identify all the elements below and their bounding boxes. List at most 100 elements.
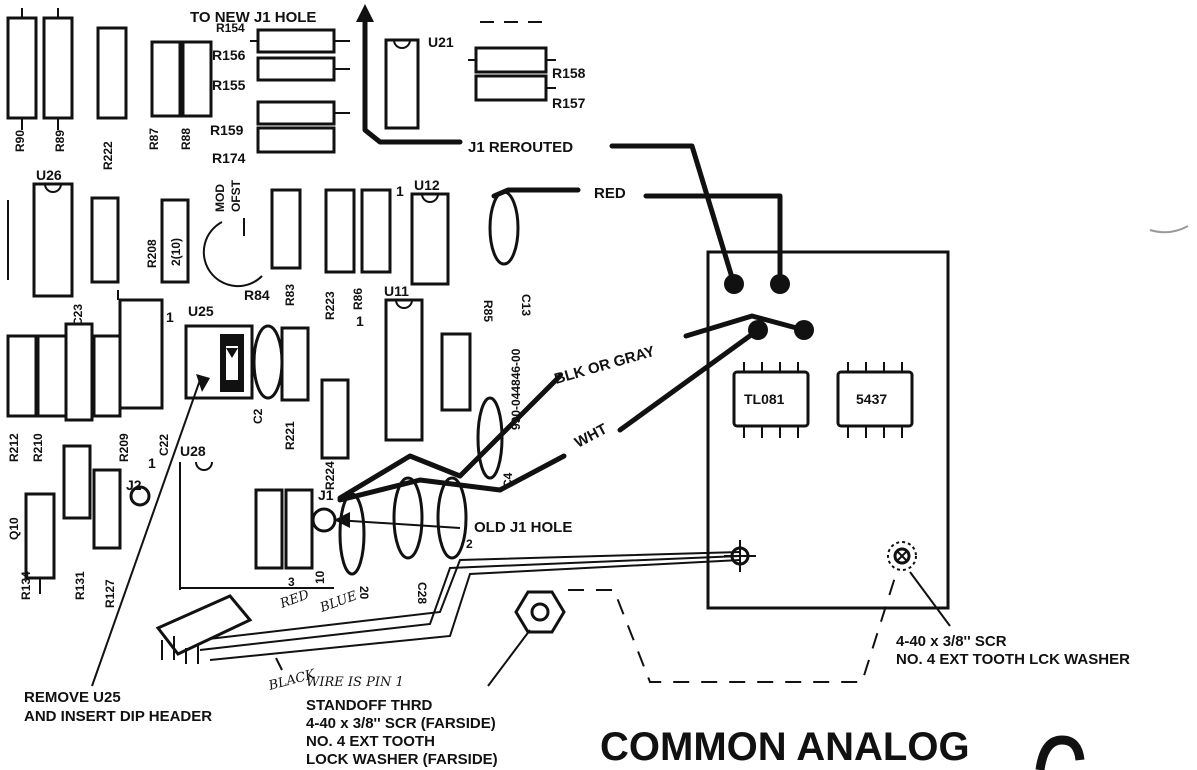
label-c2: C2	[251, 408, 265, 424]
label-r83: R83	[283, 284, 297, 306]
label-r87: R87	[147, 128, 161, 150]
label-pin1-c: 1	[166, 309, 174, 325]
label-u12: U12	[414, 177, 440, 193]
label-standoff-line3: NO. 4 EXT TOOTH	[306, 733, 435, 750]
label-r154: R154	[216, 21, 245, 35]
label-to-new-j1-hole: TO NEW J1 HOLE	[190, 9, 316, 26]
ic-u21	[384, 38, 420, 130]
label-u26: U26	[36, 167, 62, 183]
wire-blk-or-gray	[337, 313, 807, 501]
resistor-r156	[250, 28, 350, 54]
label-2: 2	[466, 537, 473, 551]
edge-mark-right	[1149, 225, 1189, 234]
ic-u11	[384, 298, 424, 442]
capacitor-c13	[488, 190, 520, 266]
label-pin1-b: 1	[356, 313, 364, 329]
resistor-left-mid	[90, 196, 120, 284]
resistor-r86-top	[96, 26, 128, 120]
label-q10: Q10	[7, 517, 21, 540]
label-screw-line2: NO. 4 EXT TOOTH LCK WASHER	[896, 651, 1130, 668]
ic-5437	[836, 362, 914, 438]
transistor-q10	[24, 492, 56, 594]
wire-wht	[337, 327, 761, 503]
wire-j1-rerouted	[356, 4, 737, 287]
resistor-r131-b	[92, 468, 122, 550]
label-r88: R88	[179, 128, 193, 150]
arrow-screw	[909, 571, 951, 627]
arrow-remove-u25	[91, 374, 210, 687]
label-mod: MOD	[213, 184, 227, 212]
resistor-r155	[256, 56, 350, 82]
resistor-r223	[324, 188, 356, 274]
label-standoff-line4: LOCK WASHER (FARSIDE)	[306, 751, 498, 768]
arrow-standoff	[487, 629, 531, 687]
label-r86: R86	[351, 288, 365, 310]
label-remove-u25-line2: AND INSERT DIP HEADER	[24, 708, 212, 725]
resistor-pair-bottom	[180, 488, 334, 589]
label-j1: J1	[318, 487, 334, 503]
label-j1-rerouted: J1 REROUTED	[468, 139, 573, 156]
arrow-old-j1	[334, 512, 461, 529]
hand-label-red: RED	[277, 587, 312, 612]
wire-red	[491, 187, 783, 287]
page-number-fragment	[1035, 735, 1085, 770]
label-r208-value: 2(10)	[169, 238, 183, 266]
label-c22: C22	[157, 434, 171, 456]
label-u11: U11	[384, 283, 409, 299]
capacitor-c4	[476, 396, 504, 480]
label-r221: R221	[283, 421, 297, 450]
capacitor-c28-a	[392, 476, 424, 560]
resistor-bank-r90-r89	[6, 8, 74, 130]
resistor-r208	[160, 198, 190, 284]
label-remove-u25-line1: REMOVE U25	[24, 689, 121, 706]
label-screw-line1: 4-40 x 3/8'' SCR	[896, 633, 1007, 650]
ic-u25	[184, 324, 254, 400]
standoff-hex	[514, 590, 566, 634]
label-r224: R224	[323, 461, 337, 490]
label-10: 10	[313, 570, 327, 584]
label-r134: R134	[19, 571, 33, 600]
capacitor-c28-b	[436, 476, 468, 560]
label-r157: R157	[552, 95, 586, 111]
label-pin1-a: 1	[396, 183, 404, 199]
resistor-r131-a	[62, 444, 92, 520]
label-c13: C13	[519, 294, 533, 316]
label-r209: R209	[117, 433, 131, 462]
label-wht: WHT	[572, 420, 610, 451]
resistor-r83	[270, 188, 302, 270]
label-blk-or-gray: BLK OR GRAY	[552, 343, 656, 388]
label-c28: C28	[415, 582, 429, 604]
label-r222: R222	[101, 141, 115, 170]
resistor-bank-r212-r210	[6, 322, 122, 422]
label-u21: U21	[428, 34, 454, 50]
ic-u28	[179, 461, 213, 590]
label-20: 20	[357, 586, 371, 600]
label-r127: R127	[103, 579, 117, 608]
label-r158: R158	[552, 65, 586, 81]
resistor-r221	[280, 326, 310, 402]
dip-header-plug	[155, 594, 253, 664]
resistor-r85	[440, 332, 472, 412]
hand-label-blue: BLUE	[317, 589, 359, 617]
ic-tl081	[732, 362, 810, 438]
label-tl081: TL081	[744, 391, 785, 407]
label-r84: R84	[244, 287, 270, 303]
label-c23: C23	[71, 304, 85, 326]
jumper-j2	[129, 485, 151, 507]
capacitor-c2	[252, 324, 284, 400]
resistor-r86	[360, 188, 392, 274]
resistor-r224	[320, 378, 350, 460]
label-ofst: OFST	[229, 179, 243, 212]
label-r131: R131	[73, 571, 87, 600]
label-u28: U28	[180, 443, 206, 459]
label-r89: R89	[53, 130, 67, 152]
label-red: RED	[594, 185, 626, 202]
label-wire-is-pin-1: WIRE IS PIN 1	[306, 675, 404, 690]
label-old-j1-hole: OLD J1 HOLE	[474, 519, 572, 536]
wire-harness-bottom	[199, 551, 741, 661]
resistor-r159-r174	[256, 100, 350, 154]
title-common-analog: COMMON ANALOG	[600, 725, 970, 769]
resistor-r158-r157	[468, 46, 556, 102]
label-r210: R210	[31, 433, 45, 462]
potentiometer-mod-ofst	[202, 218, 263, 288]
